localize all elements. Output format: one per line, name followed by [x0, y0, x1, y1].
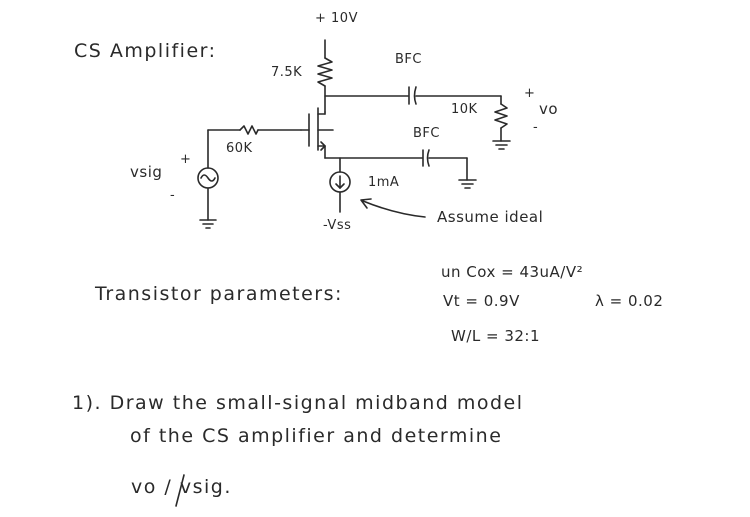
- note-pointer-head: [360, 198, 372, 209]
- vss-label: -Vss: [323, 218, 352, 233]
- note-pointer: [362, 200, 426, 218]
- load-resistor: [494, 103, 508, 129]
- current-arrow-head: [335, 183, 345, 189]
- bfc-bottom-label: BFC: [413, 126, 440, 141]
- bfc-top-label: BFC: [395, 52, 422, 67]
- question-line-1: 1). Draw the small-signal midband model: [72, 392, 524, 414]
- param-wl: W/L = 32:1: [451, 327, 541, 345]
- drain-resistor: [317, 57, 333, 87]
- params-heading: Transistor parameters:: [95, 283, 343, 305]
- bfc-bottom-plate-right: [426, 149, 430, 167]
- drain-resistor-label: 7.5K: [271, 65, 303, 80]
- vo-label: vo: [539, 100, 559, 118]
- param-lambda: λ = 0.02: [595, 292, 664, 310]
- assume-ideal-note: Assume ideal: [437, 208, 544, 226]
- current-source-label: 1mA: [368, 175, 400, 190]
- signal-resistor: [239, 125, 259, 135]
- bfc-top-plate-right: [413, 86, 417, 105]
- question-line-2: of the CS amplifier and determine: [130, 425, 503, 447]
- supply-label: + 10V: [315, 11, 358, 26]
- vsig-minus-label: -: [170, 188, 176, 203]
- param-uncox: un Cox = 43uA/V²: [441, 263, 584, 281]
- vo-minus-label: -: [533, 120, 539, 135]
- vo-plus-label: +: [524, 86, 536, 101]
- question-line-3: vo / vsig.: [131, 476, 232, 498]
- vsig-plus-label: +: [180, 152, 192, 167]
- vsig-label: vsig: [130, 163, 163, 181]
- rsig-label: 60K: [226, 141, 253, 156]
- circuit-title: CS Amplifier:: [74, 40, 217, 62]
- param-vt: Vt = 0.9V: [443, 292, 520, 310]
- fraction-slash: [175, 474, 185, 507]
- vsig-tilde: [200, 174, 216, 182]
- load-resistor-label: 10K: [451, 102, 478, 117]
